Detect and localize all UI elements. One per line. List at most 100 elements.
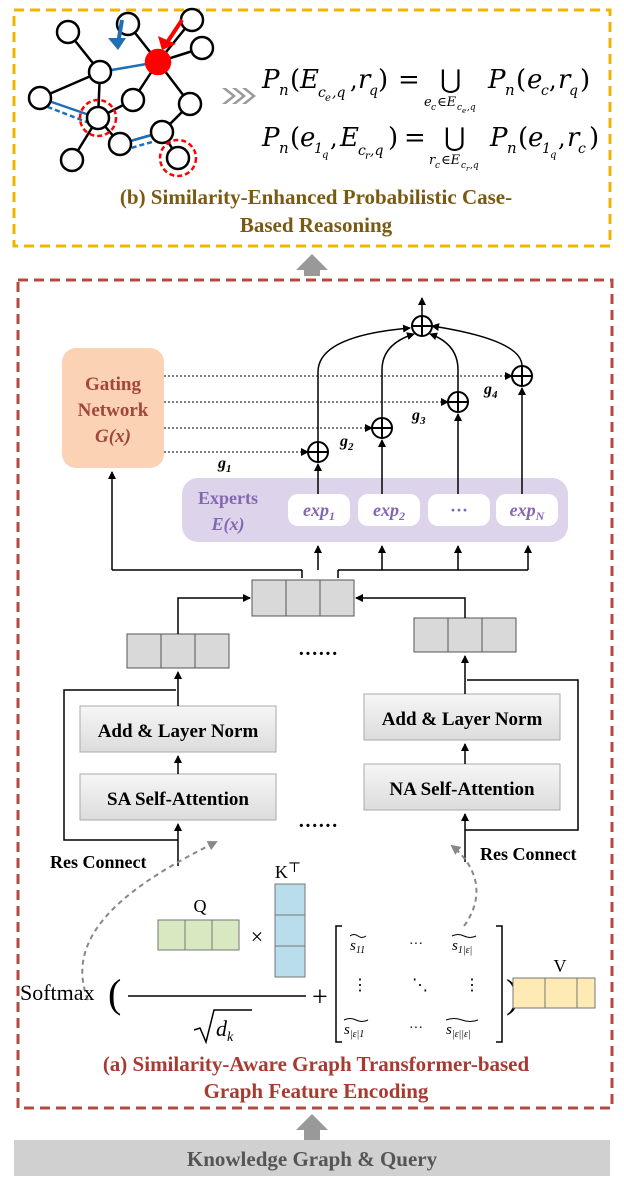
f2-rhs-e-subsub: q (550, 150, 556, 161)
f1-union-sub-c: c (431, 103, 436, 113)
expert-ellipsis: ··· (450, 500, 468, 520)
matrix-se1: s|ε|1 (344, 1022, 364, 1040)
f2-rhs-r: r (567, 123, 581, 153)
merge-lines (317, 323, 523, 442)
gate-oplus-nodes (307, 365, 533, 463)
top-caption-line2: Based Reasoning (240, 213, 393, 237)
gate-label-2: g2 (339, 433, 354, 453)
plus-symbol: + (312, 982, 328, 1013)
gating-label-2: Network (78, 400, 149, 421)
f1-union-sub: e (424, 95, 432, 110)
f2-rhs-e-sub: 1 (542, 141, 551, 157)
v-label: V (554, 956, 567, 976)
f2-rhs-n: n (507, 139, 517, 157)
left-attention-label: SA Self-Attention (107, 789, 249, 810)
right-output-vector (413, 617, 517, 653)
formula-relation-union: P n ( e 1 q , E c r ,q ) = ⋃ r c ∈E c r … (261, 123, 599, 173)
f2-e-sub: 1 (314, 141, 323, 157)
matrix-vdots-left: ⋮ (352, 977, 368, 994)
matrix-tildes (343, 934, 479, 1022)
q-label: Q (194, 896, 207, 916)
gate-lines (164, 372, 513, 456)
gate-label-4: g4 (483, 381, 498, 401)
input-bar (14, 1140, 610, 1176)
f2-union-sub: r (429, 153, 436, 168)
matrix-hdots-bottom: ··· (409, 1021, 423, 1036)
f1-r-sub: q (369, 83, 378, 99)
f2-union-sub-tail: ,q (470, 161, 479, 171)
f1-E: E (299, 65, 319, 95)
f1-paren: ( (290, 65, 300, 95)
times-symbol: × (251, 924, 263, 949)
gating-label-1: Gating (85, 374, 141, 395)
f2-union-sub-E-sub: c (461, 161, 466, 171)
gating-label-3: G(x) (95, 426, 131, 447)
s-flow-arrow (450, 844, 478, 927)
branch-dots: ······ (298, 643, 338, 665)
f2-rhs-r-sub: c (578, 141, 586, 157)
main-caption-line2: Graph Feature Encoding (204, 1079, 429, 1103)
f1-E-sub2: ,q (332, 85, 345, 101)
f2-E-sub2: ,q (370, 143, 383, 159)
matrix-ddots: ⋱ (412, 977, 428, 994)
left-attention-box (79, 773, 277, 821)
f2-union-sub-in: ∈E (441, 153, 461, 168)
expert-2: exp2 (373, 500, 405, 523)
right-res-connect-label: Res Connect (480, 844, 577, 864)
chevron-arrow-icon (222, 88, 256, 104)
input-bar-label: Knowledge Graph & Query (187, 1147, 438, 1171)
gate-label-1: g1 (217, 455, 232, 475)
right-attention-label: NA Self-Attention (389, 779, 535, 800)
left-add-norm-box (79, 705, 277, 753)
sqrt-d: dk (216, 1016, 234, 1045)
f1-paren-close: ) (378, 65, 388, 95)
f2-rhs-paren-close: ) (589, 123, 599, 153)
oplus-icon (411, 315, 433, 337)
f1-rhs-comma: , (549, 66, 557, 94)
f2-e-subsub: q (322, 150, 328, 161)
f1-rhs-P: P (487, 65, 506, 95)
gate-label-3: g3 (411, 407, 426, 427)
left-res-connect-label: Res Connect (50, 852, 147, 872)
f2-P: P (261, 123, 280, 153)
top-caption-line1: (b) Similarity-Enhanced Probabilistic Ca… (120, 185, 512, 209)
f1-union-sub-in: ∈E (437, 95, 457, 110)
matrix-s1e: s1|ε| (452, 938, 472, 956)
f1-n: n (279, 81, 289, 99)
f2-equals: = (404, 123, 426, 153)
right-add-norm-label: Add & Layer Norm (382, 709, 543, 730)
top-panel: P n ( E c e ,q , r q ) = ⋃ e c ∈E c e ,q… (12, 7, 612, 248)
combined-vector (251, 579, 355, 617)
right-attention-box (363, 763, 561, 811)
softmax-paren-open: ( (108, 971, 121, 1016)
branch-merge-lines (177, 594, 466, 634)
f2-rhs-P: P (489, 123, 508, 153)
f1-union-sub-E-sub: c (457, 103, 462, 113)
matrix-hdots-top: ··· (409, 937, 423, 952)
formula-case-union: P n ( E c e ,q , r q ) = ⋃ e c ∈E c e ,q… (261, 65, 590, 115)
up-arrow-icon (296, 254, 328, 276)
matrix-vdots-right: ⋮ (464, 977, 480, 994)
k-label: K⊤ (275, 861, 301, 882)
attention-formula: Softmax ( Q × K⊤ dk + s11 (20, 861, 596, 1045)
f1-rhs-e-sub: c (541, 83, 549, 99)
expert-output-arrows (314, 387, 526, 494)
top-panel-border (12, 8, 612, 248)
f1-union-sub-tail: ,q (467, 103, 476, 113)
sqrt-sign (193, 1009, 252, 1045)
gating-network-box (62, 348, 164, 468)
f1-E-sub: c (318, 85, 326, 101)
q-vector (157, 919, 240, 951)
expert-boxes (288, 494, 558, 526)
main-panel: Gating Network G(x) g1 g2 g3 g4 (16, 278, 614, 1110)
f1-union: ⋃ (440, 65, 461, 95)
f2-e: e (300, 123, 315, 153)
f2-paren-close: ) (388, 123, 398, 153)
f2-union: ⋃ (444, 123, 465, 153)
left-flow (63, 671, 182, 866)
left-add-norm-label: Add & Layer Norm (98, 721, 259, 742)
f2-union-sub-E-subsub: r (466, 165, 470, 173)
experts-label-2: E(x) (211, 514, 245, 535)
f2-E: E (339, 123, 359, 153)
